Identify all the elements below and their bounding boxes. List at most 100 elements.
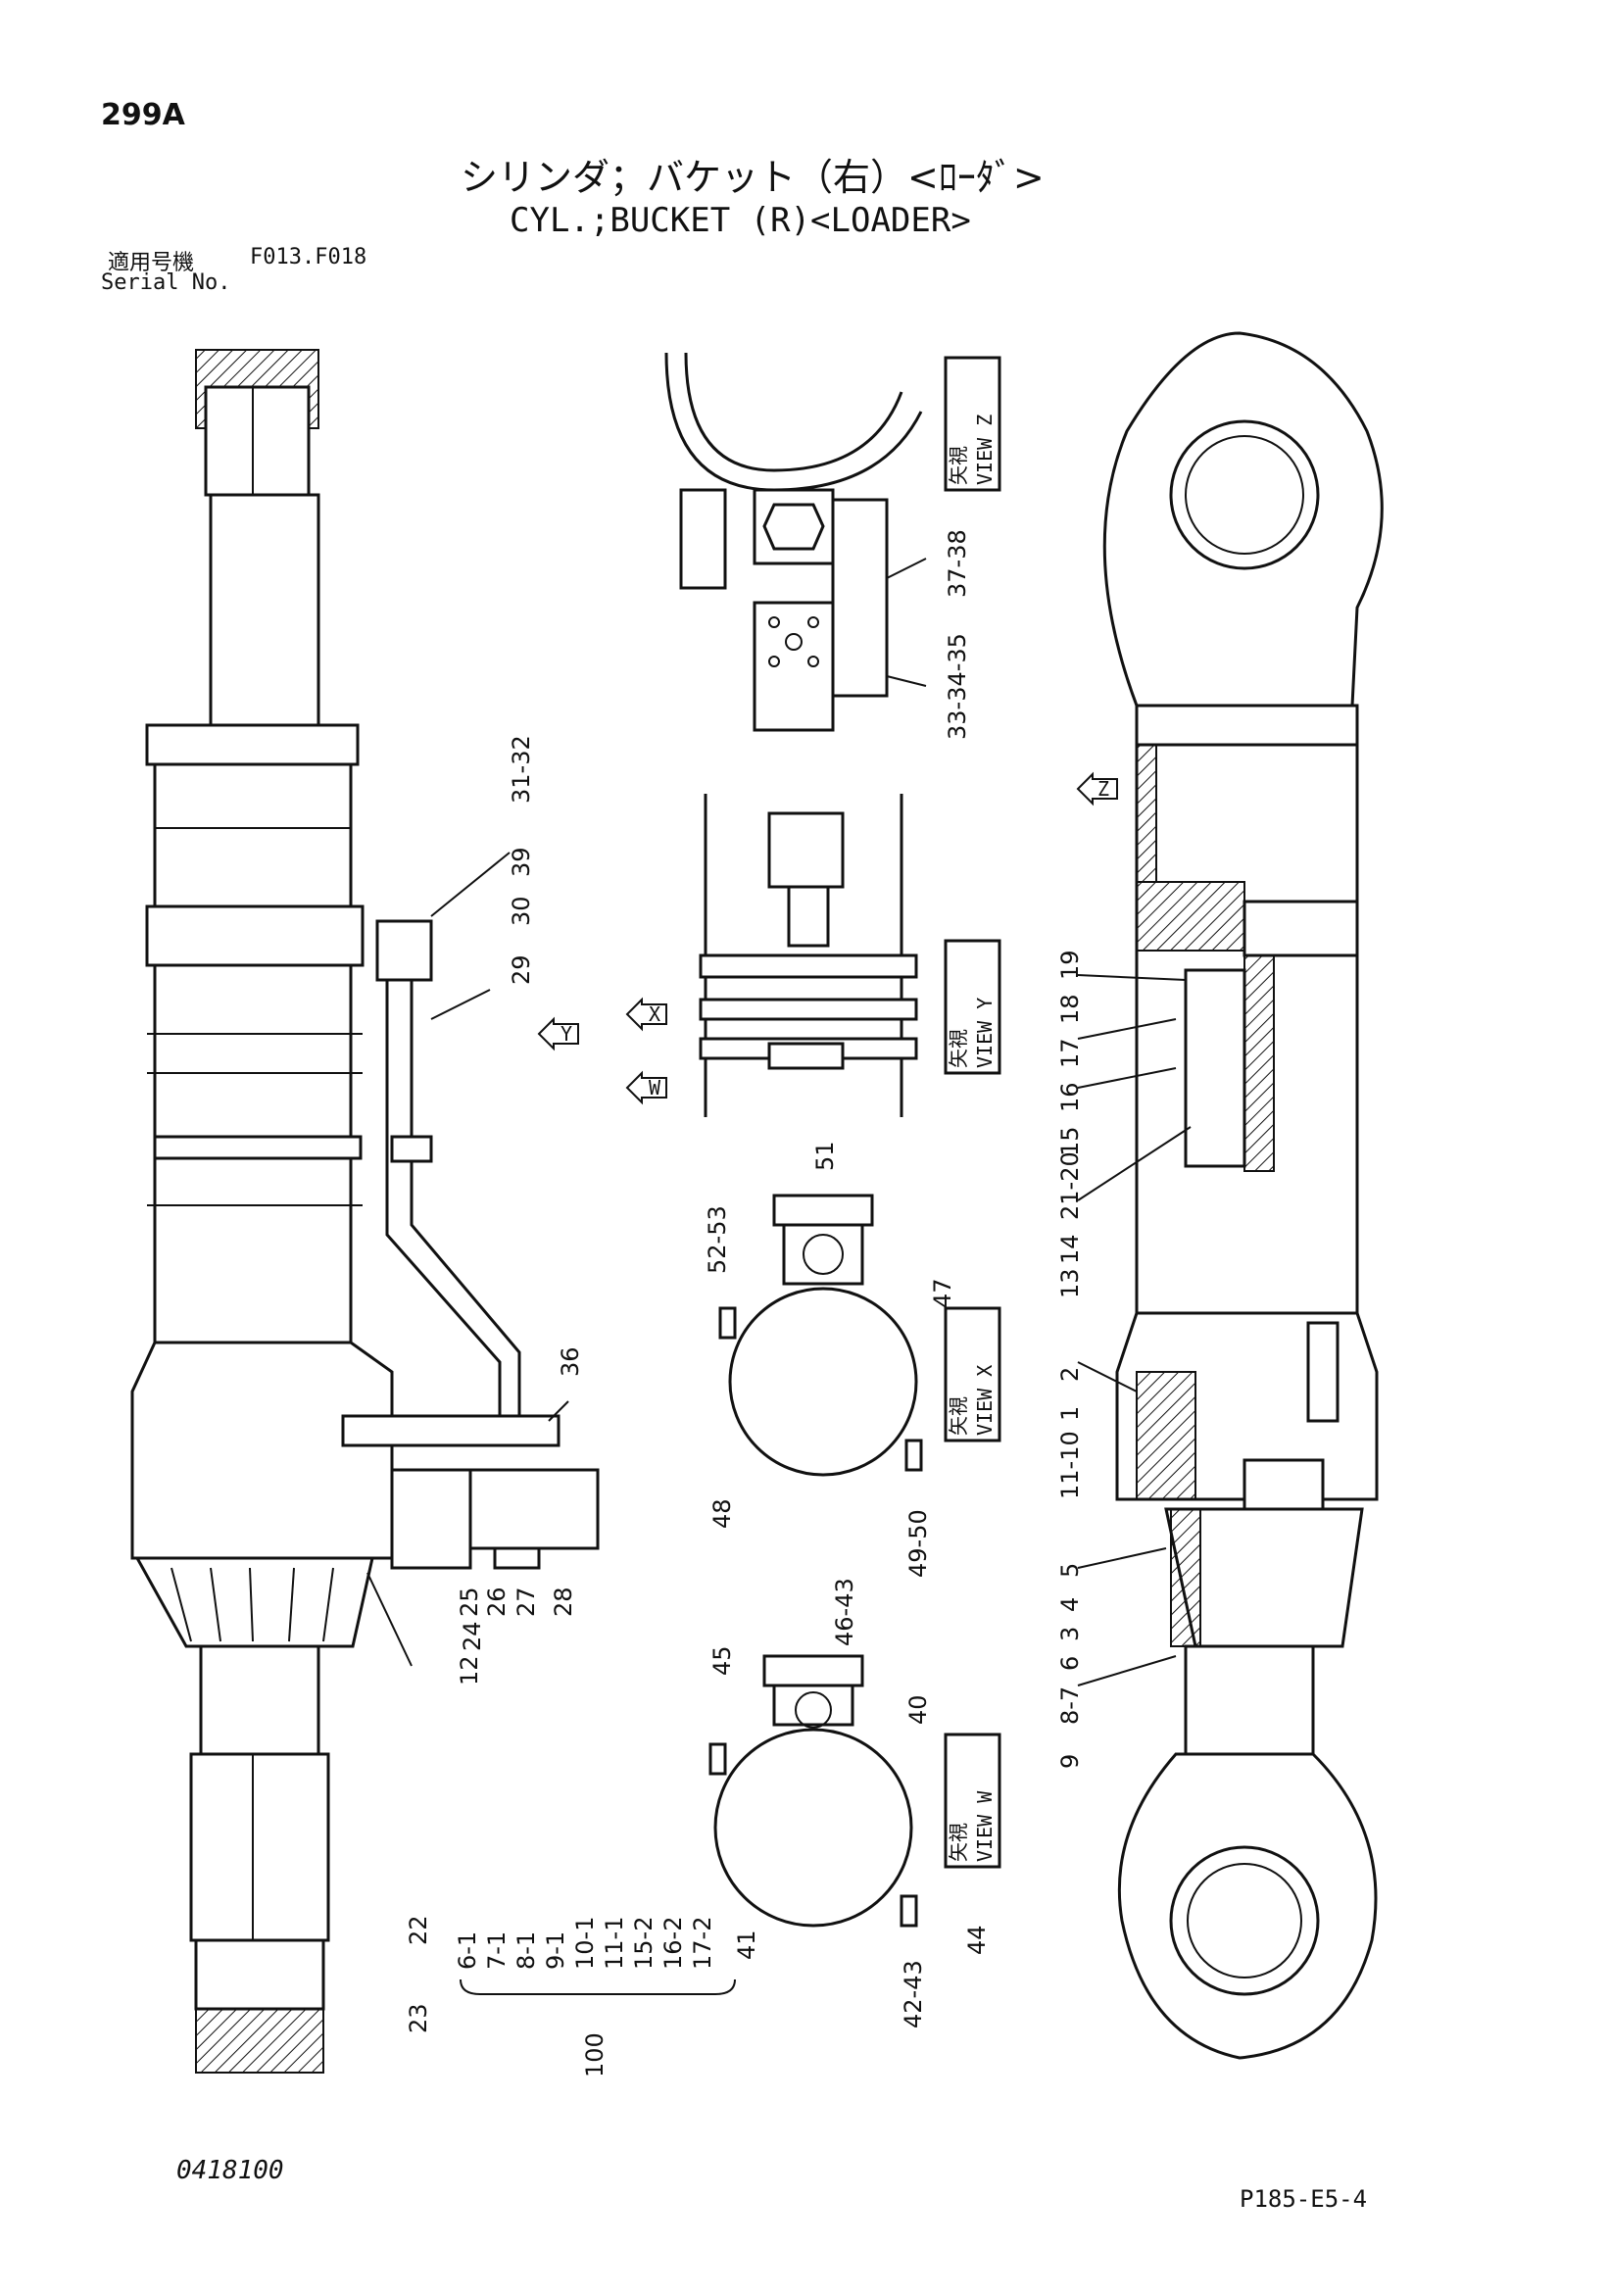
callout-51: 51: [811, 1141, 839, 1171]
callout-45: 45: [708, 1645, 736, 1676]
left-cylinder-assembly: [130, 349, 600, 2074]
callout-13: 13: [1056, 1268, 1084, 1298]
kit-number: 100: [581, 2032, 609, 2077]
callout-44: 44: [963, 1925, 991, 1955]
callout-26: 26: [483, 1587, 511, 1617]
callout-12: 12: [456, 1655, 483, 1685]
view-z-marker: Z: [1097, 777, 1109, 801]
kit-item-17-2: 17-2: [689, 1917, 716, 1970]
rod-eye-lower-left: [189, 1752, 330, 1942]
view-w-box: [944, 1733, 1001, 1869]
callout-6: 6: [1056, 1656, 1084, 1671]
callout-11-10: 11-10: [1056, 1431, 1084, 1499]
page-code: P185-E5-4: [1240, 2185, 1368, 2213]
callout-16: 16: [1056, 1082, 1084, 1112]
gland-left: [134, 1556, 374, 1648]
clamp-band-upper: [145, 904, 365, 967]
callout-9: 9: [1056, 1754, 1084, 1769]
cylinder-tube-left: [153, 762, 353, 1374]
callout-40: 40: [904, 1694, 932, 1725]
view-w-en: VIEW W: [973, 1790, 997, 1862]
view-y-arrow: [537, 1016, 579, 1051]
view-w-detail: [708, 1654, 918, 1928]
kit-item-15-2: 15-2: [630, 1917, 658, 1970]
callout-25: 25: [456, 1587, 483, 1617]
view-w-marker: W: [649, 1076, 661, 1099]
valve-block-left: [390, 1468, 472, 1570]
piston-section: [1136, 881, 1245, 952]
seal-section: [1243, 954, 1275, 1172]
view-z-block: [753, 601, 835, 732]
bracket-36: [341, 1414, 560, 1447]
callout-23: 23: [405, 2003, 432, 2033]
callout-15: 15: [1056, 1126, 1084, 1156]
view-y-en: VIEW Y: [973, 998, 997, 1068]
top-eye-left: [204, 385, 311, 497]
callout-28: 28: [550, 1587, 577, 1617]
kit-item-11-1: 11-1: [601, 1917, 628, 1970]
view-y-marker: Y: [560, 1022, 572, 1046]
callout-31-32: 31-32: [508, 735, 535, 804]
callout-30: 30: [508, 896, 535, 926]
kit-item-9-1: 9-1: [542, 1931, 569, 1970]
callout-37-38: 37-38: [944, 529, 971, 598]
callout-24: 24: [459, 1621, 486, 1651]
view-x-jp: 矢視: [947, 1396, 970, 1436]
clamp-band-lower: [153, 1135, 363, 1160]
view-y-box: [944, 939, 1001, 1075]
callout-17: 17: [1056, 1038, 1084, 1068]
title-japanese: シリンダ；バケット（右）<ﾛｰﾀﾞ>: [461, 156, 1045, 199]
kit-item-16-2: 16-2: [659, 1917, 687, 1970]
valve-block-right: [468, 1468, 600, 1550]
right-cylinder-assembly: [1102, 331, 1384, 2060]
view-w-arrow: [625, 1070, 667, 1105]
kit-item-6-1: 6-1: [454, 1931, 481, 1970]
callout-33-34-35: 33-34-35: [944, 633, 971, 740]
callout-3: 3: [1056, 1627, 1084, 1641]
callout-46-43: 46-43: [831, 1578, 858, 1646]
callout-4: 4: [1056, 1597, 1084, 1612]
view-y-jp: 矢視: [947, 1029, 970, 1068]
left-callouts: [366, 852, 569, 1667]
callout-42-43: 42-43: [900, 1960, 927, 2028]
document-number: 0418100: [176, 2156, 284, 2185]
callout-5: 5: [1056, 1563, 1084, 1578]
view-x-arrow: [625, 997, 667, 1032]
callout-22: 22: [405, 1915, 432, 1945]
title-english: CYL.;BUCKET (R)<LOADER>: [510, 201, 971, 240]
view-x-en: VIEW X: [973, 1365, 997, 1436]
callout-52-53: 52-53: [704, 1205, 731, 1274]
kit-item-10-1: 10-1: [571, 1917, 599, 1970]
view-z-box: [944, 356, 1001, 492]
pipe-clamp-block-upper: [375, 919, 433, 982]
cylinder-head-left: [130, 1341, 394, 1560]
rod-lower-left: [199, 1644, 320, 1756]
view-y-detail: [699, 794, 918, 1117]
bottom-bushing-left: [195, 2008, 324, 2074]
callout-27: 27: [512, 1587, 540, 1617]
rod-lower-right: [1184, 1644, 1315, 1756]
callout-18: 18: [1056, 994, 1084, 1024]
pipe-left: [385, 980, 502, 1421]
callout-39: 39: [508, 847, 535, 877]
view-z-jp: 矢視: [947, 446, 970, 485]
callout-47: 47: [929, 1278, 956, 1308]
page-number: 299A: [101, 98, 185, 132]
top-eye-right: [1102, 331, 1384, 708]
callout-41: 41: [733, 1930, 760, 1960]
callout-19: 19: [1056, 950, 1084, 980]
serial-value: F013.F018: [250, 245, 367, 269]
bottom-eye-right: [1117, 1752, 1378, 2060]
serial-label-japanese: 適用号機: [108, 251, 195, 275]
right-callouts: [1077, 974, 1192, 1686]
view-x-box: [944, 1306, 1001, 1442]
kit-item-7-1: 7-1: [483, 1931, 511, 1970]
view-x-detail: [718, 1194, 923, 1477]
callout-21-20: 21-20: [1056, 1151, 1084, 1220]
serial-label-english: Serial No.: [101, 270, 231, 295]
view-w-jp: 矢視: [947, 1823, 970, 1862]
kit-brace: [460, 1978, 736, 1995]
callout-1: 1: [1056, 1406, 1084, 1421]
callout-29: 29: [508, 954, 535, 985]
